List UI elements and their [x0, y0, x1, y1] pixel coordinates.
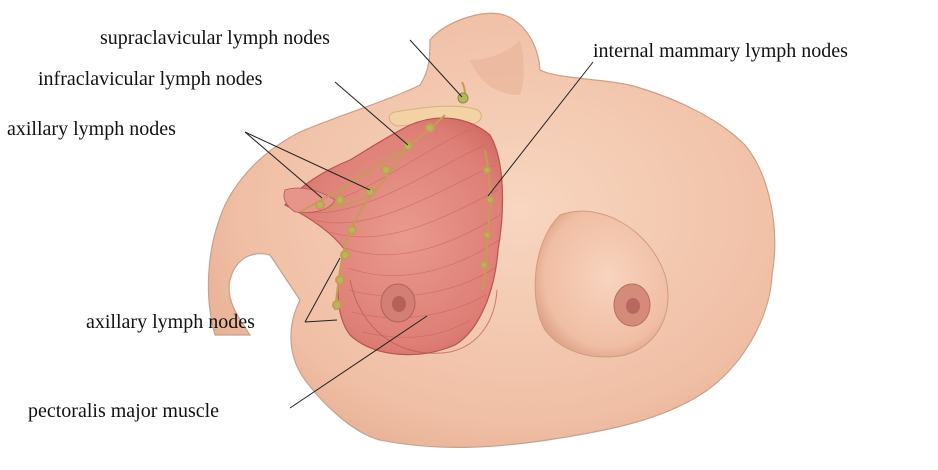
right-nipple [626, 298, 640, 314]
left-nipple [392, 296, 406, 312]
label-axillary-lymph-nodes-lower: axillary lymph nodes [86, 311, 255, 333]
label-infraclavicular-lymph-nodes: infraclavicular lymph nodes [38, 68, 262, 90]
label-axillary-lymph-nodes-upper: axillary lymph nodes [7, 118, 176, 140]
label-supraclavicular-lymph-nodes: supraclavicular lymph nodes [100, 27, 330, 49]
label-pectoralis-major-muscle: pectoralis major muscle [28, 400, 219, 422]
label-internal-mammary-lymph-nodes: internal mammary lymph nodes [593, 40, 848, 62]
